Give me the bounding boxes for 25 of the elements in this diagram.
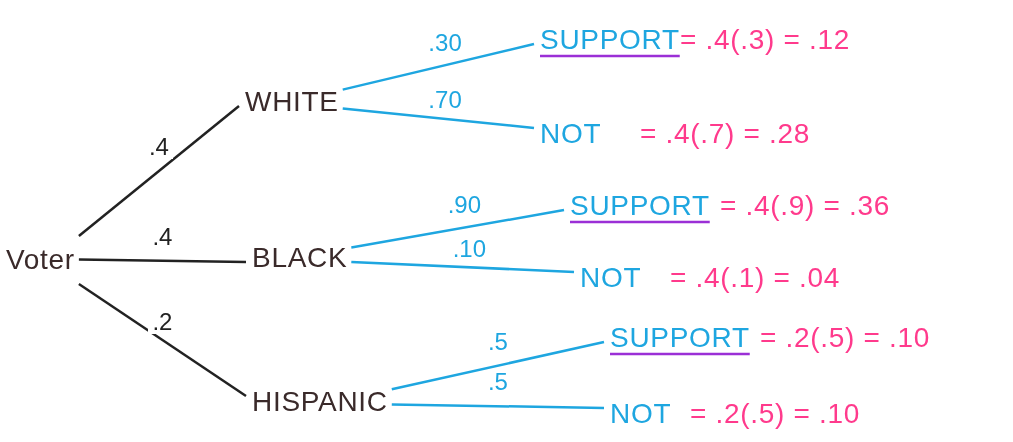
branch-line <box>78 258 246 264</box>
branch-line <box>351 260 575 274</box>
node-label: NOT <box>540 120 602 148</box>
branch-line <box>351 208 565 249</box>
node-label: SUPPORT <box>610 324 750 352</box>
branch-line <box>342 107 535 130</box>
branch-line <box>342 42 535 91</box>
probability-equation: = .4(.3) = .12 <box>680 26 851 54</box>
node-label: SUPPORT <box>540 26 680 54</box>
probability-equation: = .2(.5) = .10 <box>760 324 931 352</box>
probability-equation: = .4(.9) = .36 <box>720 192 891 220</box>
node-label: Voter <box>6 246 75 274</box>
node-label: NOT <box>610 400 672 428</box>
node-label: NOT <box>580 264 642 292</box>
node-label: HISPANIC <box>252 388 388 416</box>
branch-line <box>391 340 605 391</box>
node-label: BLACK <box>252 244 348 272</box>
branch-line <box>78 282 247 398</box>
node-label: SUPPORT <box>570 192 710 220</box>
branch-line <box>391 403 605 410</box>
node-label: WHITE <box>245 88 339 116</box>
branch-line <box>78 105 240 237</box>
probability-equation: = .2(.5) = .10 <box>690 400 861 428</box>
probability-equation: = .4(.1) = .04 <box>670 264 841 292</box>
probability-equation: = .4(.7) = .28 <box>640 120 811 148</box>
